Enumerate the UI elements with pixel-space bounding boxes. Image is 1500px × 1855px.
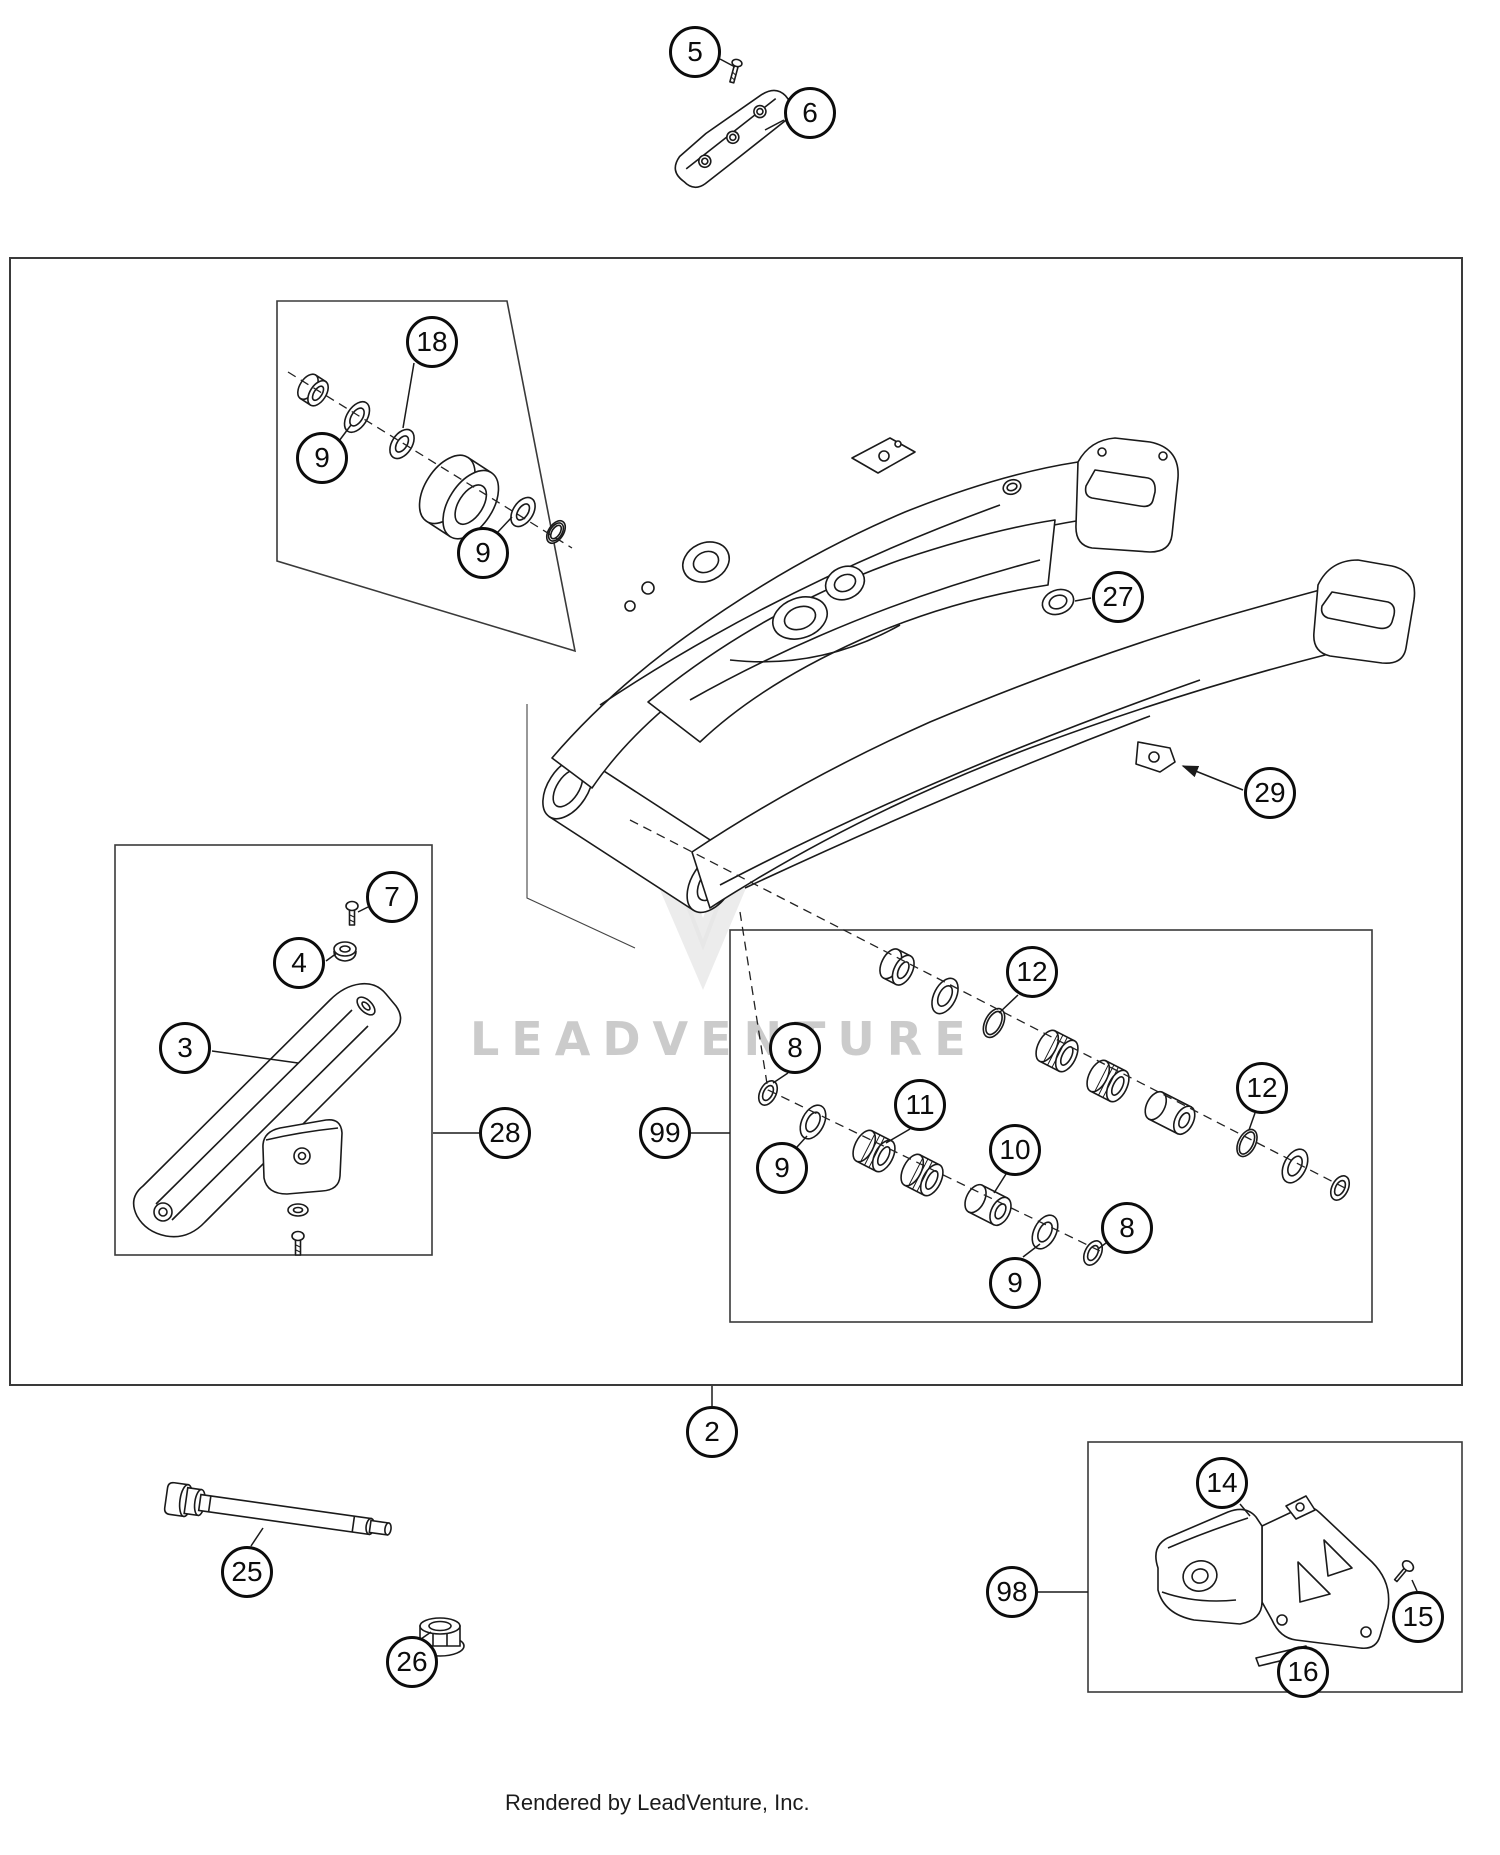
chain-slider-part xyxy=(132,900,402,1256)
main-group-box xyxy=(9,257,1463,1386)
bearing-kit-box xyxy=(729,929,1373,1323)
washer-part-4 xyxy=(333,941,357,962)
bearing-kit-top-row xyxy=(879,948,1351,1201)
swingarm-drawing xyxy=(542,437,1416,914)
chain-guide-box xyxy=(1087,1441,1463,1693)
pivot-bearing-box xyxy=(276,300,577,653)
axis-dashed-lines xyxy=(287,371,1346,1253)
watermark-text: LEADVENTURE xyxy=(470,1012,978,1066)
pin-part-16 xyxy=(1255,1645,1310,1667)
bearing-kit-bottom-row xyxy=(757,1080,1104,1266)
screw-part-5 xyxy=(729,58,743,84)
grommet-part-27 xyxy=(1041,588,1075,616)
bolt-part-15 xyxy=(1393,1560,1415,1583)
chain-slider-box xyxy=(114,844,433,1256)
axle-part xyxy=(163,1481,392,1536)
footer-credit: Rendered by LeadVenture, Inc. xyxy=(505,1790,810,1815)
frame-boxes xyxy=(9,257,1463,1693)
screw-part-7 xyxy=(345,900,359,926)
pivot-cap-bearing-set xyxy=(297,373,567,545)
top-chain-slider-part xyxy=(674,58,792,189)
chain-guide-part xyxy=(1155,1495,1415,1667)
leader-lines xyxy=(211,58,1418,1659)
